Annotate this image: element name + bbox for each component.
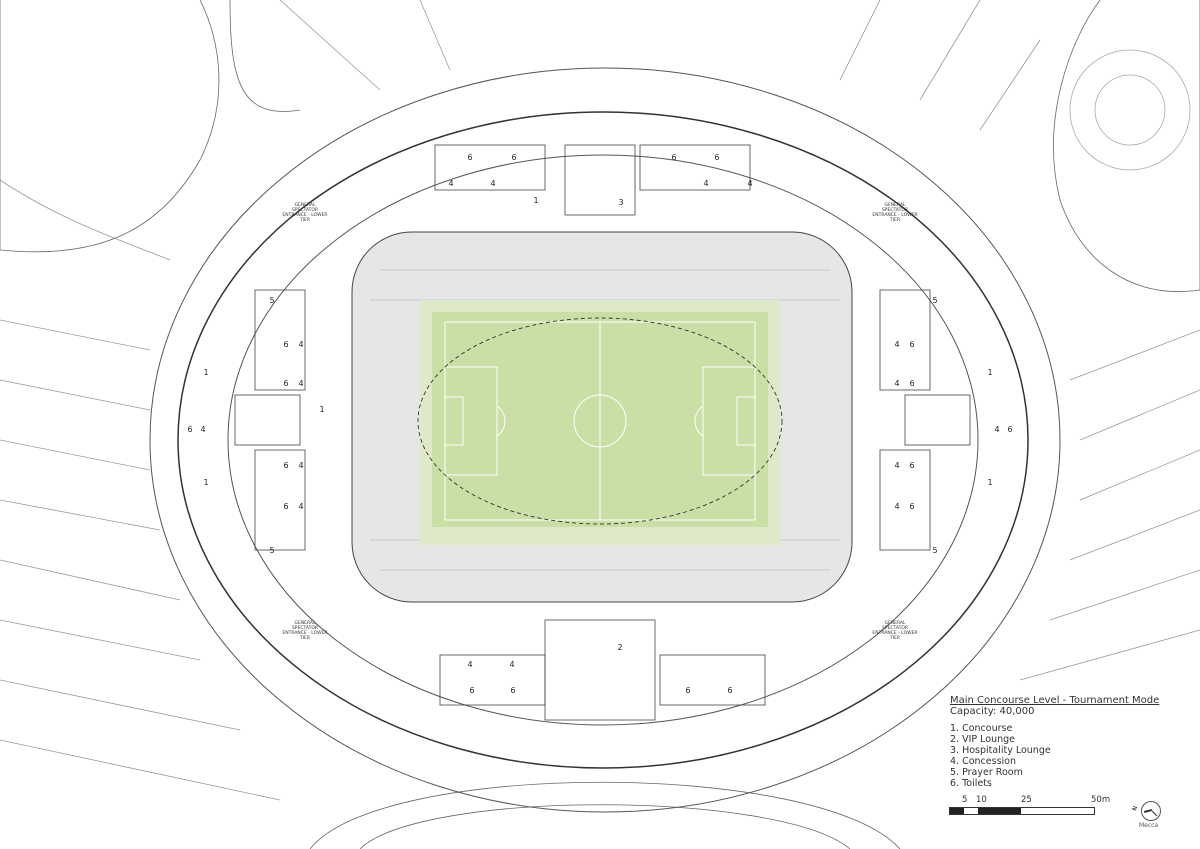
concourse-ring [227,154,979,726]
svg-text:ENTRANCE - LOWER: ENTRANCE - LOWER [282,630,327,636]
svg-text:GENERAL: GENERAL [884,620,906,626]
svg-text:GENERAL: GENERAL [884,202,906,208]
svg-text:4: 4 [448,179,453,188]
svg-text:6: 6 [671,153,676,162]
svg-text:ENTRANCE - LOWER: ENTRANCE - LOWER [282,212,327,218]
legend-title: Main Concourse Level - Tournament Mode [950,695,1160,706]
svg-text:5: 5 [269,546,274,555]
svg-text:4: 4 [298,502,303,511]
svg-text:4: 4 [894,340,899,349]
svg-text:6: 6 [467,153,472,162]
svg-text:6: 6 [685,686,690,695]
entrance-label-ne: GENERAL SPECTATOR ENTRANCE - LOWER TIER [872,202,917,223]
scale-label: 5 [962,795,968,805]
entrance-label-sw: GENERAL SPECTATOR ENTRANCE - LOWER TIER [282,620,327,641]
room-blocks [234,144,971,721]
svg-text:6: 6 [283,461,288,470]
svg-text:5: 5 [932,546,937,555]
svg-text:5: 5 [932,296,937,305]
svg-text:6: 6 [510,686,515,695]
scale-label: 50m [1091,795,1111,805]
svg-text:SPECTATOR: SPECTATOR [882,625,908,631]
svg-text:6: 6 [714,153,719,162]
svg-text:TIER: TIER [889,217,900,223]
svg-text:1: 1 [319,405,324,414]
svg-text:4: 4 [490,179,495,188]
scale-label: 25 [1021,795,1032,805]
athletics-track-outline [417,317,783,525]
entrance-label-nw: GENERAL SPECTATOR ENTRANCE - LOWER TIER [282,202,327,223]
svg-text:6: 6 [909,502,914,511]
scale-bar [949,807,1095,815]
svg-text:3: 3 [618,198,623,207]
svg-text:SPECTATOR: SPECTATOR [292,207,318,213]
legend-item: 3. Hospitality Lounge [950,745,1051,756]
svg-text:6: 6 [283,379,288,388]
legend-item: 1. Concourse [950,723,1013,734]
svg-text:4: 4 [747,179,752,188]
svg-text:6: 6 [283,340,288,349]
plaza-boundary [149,67,1061,813]
svg-text:5: 5 [269,296,274,305]
svg-text:4: 4 [200,425,205,434]
svg-text:4: 4 [894,379,899,388]
svg-text:SPECTATOR: SPECTATOR [292,625,318,631]
pitch-markings [444,321,756,521]
svg-text:SPECTATOR: SPECTATOR [882,207,908,213]
mecca-label: Mecca [1139,822,1159,829]
legend: Main Concourse Level - Tournament Mode C… [950,695,1159,789]
svg-text:4: 4 [894,502,899,511]
svg-text:4: 4 [298,461,303,470]
svg-text:4: 4 [298,340,303,349]
svg-text:6: 6 [909,340,914,349]
legend-item: 4. Concession [950,756,1016,767]
svg-text:6: 6 [283,502,288,511]
svg-text:TIER: TIER [299,635,310,641]
entrance-label-se: GENERAL SPECTATOR ENTRANCE - LOWER TIER [872,620,917,641]
svg-text:TIER: TIER [889,635,900,641]
scale-label: 10 [976,795,987,805]
svg-text:1: 1 [203,478,208,487]
svg-text:6: 6 [187,425,192,434]
svg-text:ENTRANCE - LOWER: ENTRANCE - LOWER [872,630,917,636]
svg-text:GENERAL: GENERAL [294,620,316,626]
svg-text:6: 6 [511,153,516,162]
legend-item: 6. Toilets [950,778,992,789]
svg-text:1: 1 [533,196,538,205]
svg-text:4: 4 [703,179,708,188]
svg-text:4: 4 [509,660,514,669]
legend-item: 2. VIP Lounge [950,734,1015,745]
capacity: Capacity: 40,000 [950,706,1035,717]
svg-text:6: 6 [469,686,474,695]
svg-text:6: 6 [909,379,914,388]
svg-text:6: 6 [1007,425,1012,434]
svg-text:4: 4 [894,461,899,470]
svg-text:1: 1 [987,478,992,487]
svg-text:6: 6 [727,686,732,695]
svg-text:ENTRANCE - LOWER: ENTRANCE - LOWER [872,212,917,218]
room-number-labels: 1 3 2 6 6 6 6 4 4 4 4 6 6 6 6 4 4 5 5 5 … [187,153,1012,695]
svg-text:4: 4 [298,379,303,388]
north-arrow-icon: N [1131,801,1161,821]
legend-item: 5. Prayer Room [950,767,1023,778]
svg-text:4: 4 [994,425,999,434]
svg-text:GENERAL: GENERAL [294,202,316,208]
svg-text:TIER: TIER [299,217,310,223]
svg-text:6: 6 [909,461,914,470]
svg-text:1: 1 [987,368,992,377]
svg-text:1: 1 [203,368,208,377]
svg-text:2: 2 [617,643,622,652]
svg-text:4: 4 [467,660,472,669]
